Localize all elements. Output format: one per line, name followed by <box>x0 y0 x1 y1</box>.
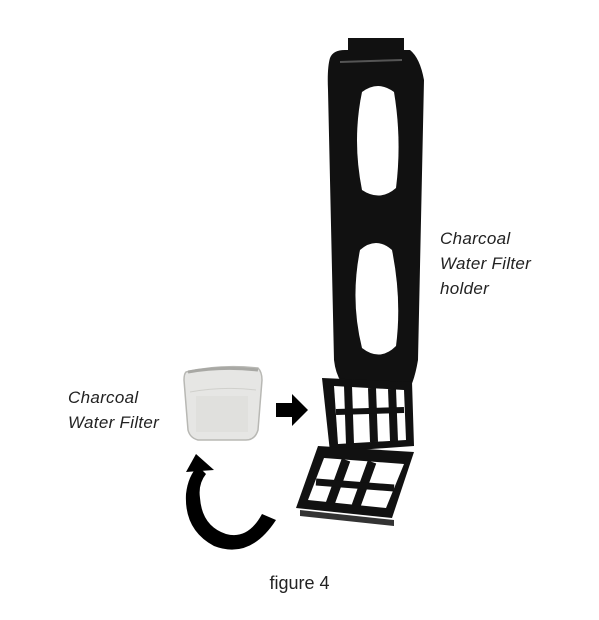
curved-arrow-icon <box>185 454 276 550</box>
lower-window <box>355 243 399 355</box>
filter-lid <box>296 446 414 526</box>
charcoal-filter <box>183 365 263 441</box>
arrow-right-icon <box>276 394 308 426</box>
holder-label: Charcoal Water Filter holder <box>440 229 532 298</box>
figure-caption: figure 4 <box>269 573 330 593</box>
filter-cage <box>322 378 414 452</box>
filter-label: Charcoal Water Filter <box>68 388 160 432</box>
filter-holder <box>327 38 424 388</box>
upper-window <box>357 86 399 196</box>
